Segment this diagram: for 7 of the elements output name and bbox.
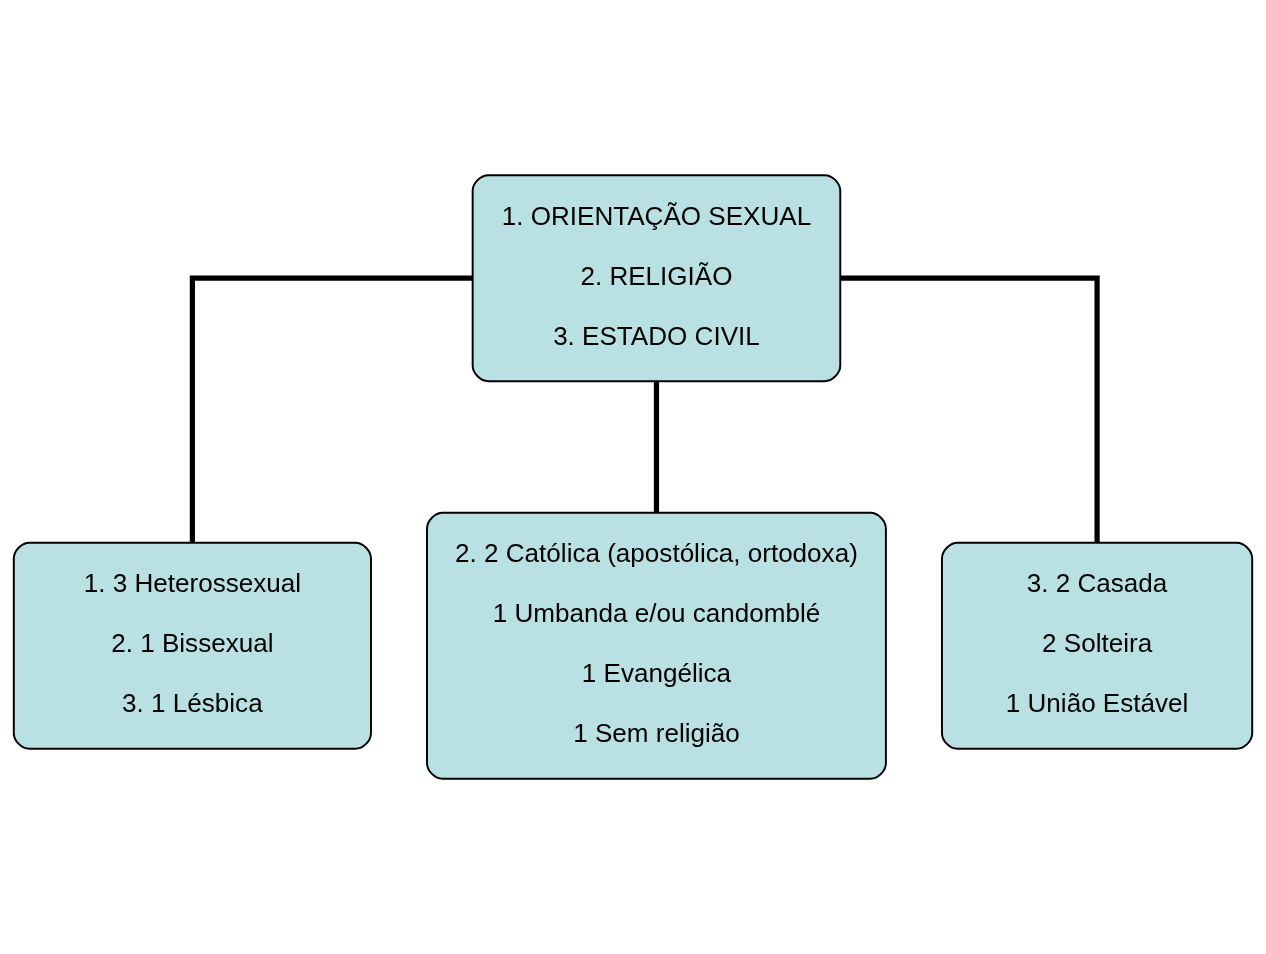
connector	[189, 275, 473, 543]
connector	[840, 275, 1100, 543]
connector	[653, 381, 660, 513]
node-box: 3. 2 Casada 2 Solteira 1 União Estável	[941, 541, 1254, 750]
node-box: 2. 2 Católica (apostólica, ortodoxa) 1 Umbanda e/ou candomblé 1 Evangélica 1 Sem religião	[426, 511, 887, 780]
node-box: 1. 3 Heterossexual 2. 1 Bissexual 3. 1 Lésbica	[12, 541, 372, 750]
node-box: 1. ORIENTAÇÃO SEXUAL 2. RELIGIÃO 3. ESTADO CIVIL	[471, 174, 842, 383]
